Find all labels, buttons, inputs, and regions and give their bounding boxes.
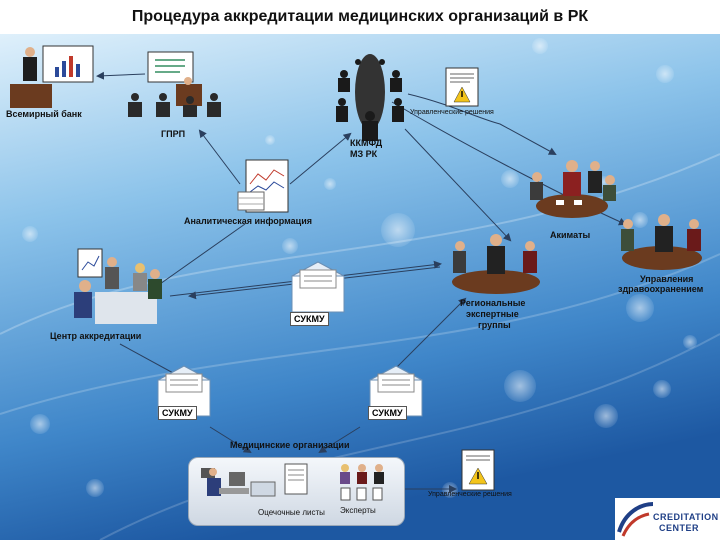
decision-document-bottom: [461, 449, 495, 491]
diagram-canvas: Всемирный банк ГПРП ККМФД МЗ РК Управлен…: [0, 34, 720, 540]
accreditation-center-logo: CREDITATION CENTER: [615, 498, 720, 540]
health-departments-meeting: [621, 214, 702, 270]
diagram-background: [0, 34, 720, 540]
accreditation-center-scene: [74, 248, 162, 324]
decision-document-top: [445, 67, 479, 107]
label-analytics: Аналитическая информация: [184, 216, 312, 226]
label-score-sheets: Оцечочные листы: [258, 508, 325, 517]
label-mz-rk: МЗ РК: [350, 149, 378, 159]
label-gprp: ГПРП: [161, 129, 186, 139]
label-experts: Эксперты: [340, 506, 376, 515]
label-regional-1: Региональные: [460, 298, 526, 308]
medical-organizations-scene: [201, 463, 384, 501]
label-regional-2: экспертные: [466, 309, 519, 319]
regional-expert-groups: [452, 234, 540, 294]
world-bank-presenter: [10, 45, 94, 108]
label-health-dept-2: здравоохранением: [618, 284, 704, 294]
label-regional-3: группы: [478, 320, 511, 330]
kkmfd-meeting: [336, 54, 404, 141]
label-health-dept-1: Управления: [640, 274, 694, 284]
page-title: Процедура аккредитации медицинских орган…: [0, 0, 720, 34]
logo-text-top: CREDITATION: [653, 512, 719, 522]
label-management-decisions-top: Управленческие решения: [410, 109, 494, 116]
logo-text-bottom: CENTER: [659, 523, 700, 533]
label-management-decisions-bottom: Управленческие решения: [428, 491, 512, 498]
medical-organizations-panel: [188, 457, 405, 526]
label-sukmu-left: СУКМУ: [158, 406, 197, 420]
gprp-audience: [128, 51, 221, 117]
label-world-bank: Всемирный банк: [6, 109, 82, 119]
sukmu-envelopes: [157, 261, 423, 417]
logo-emblem-icon: [617, 502, 654, 537]
label-medical-organizations: Медицинские организации: [230, 440, 350, 450]
akimats-meeting: [530, 160, 616, 218]
label-kkmfd: ККМФД: [350, 138, 383, 148]
label-accreditation-center: Центр аккредитации: [50, 331, 142, 341]
label-sukmu-right: СУКМУ: [368, 406, 407, 420]
label-sukmu-middle: СУКМУ: [290, 312, 329, 326]
label-akimats: Акиматы: [550, 230, 591, 240]
analytics-document: [237, 159, 289, 213]
